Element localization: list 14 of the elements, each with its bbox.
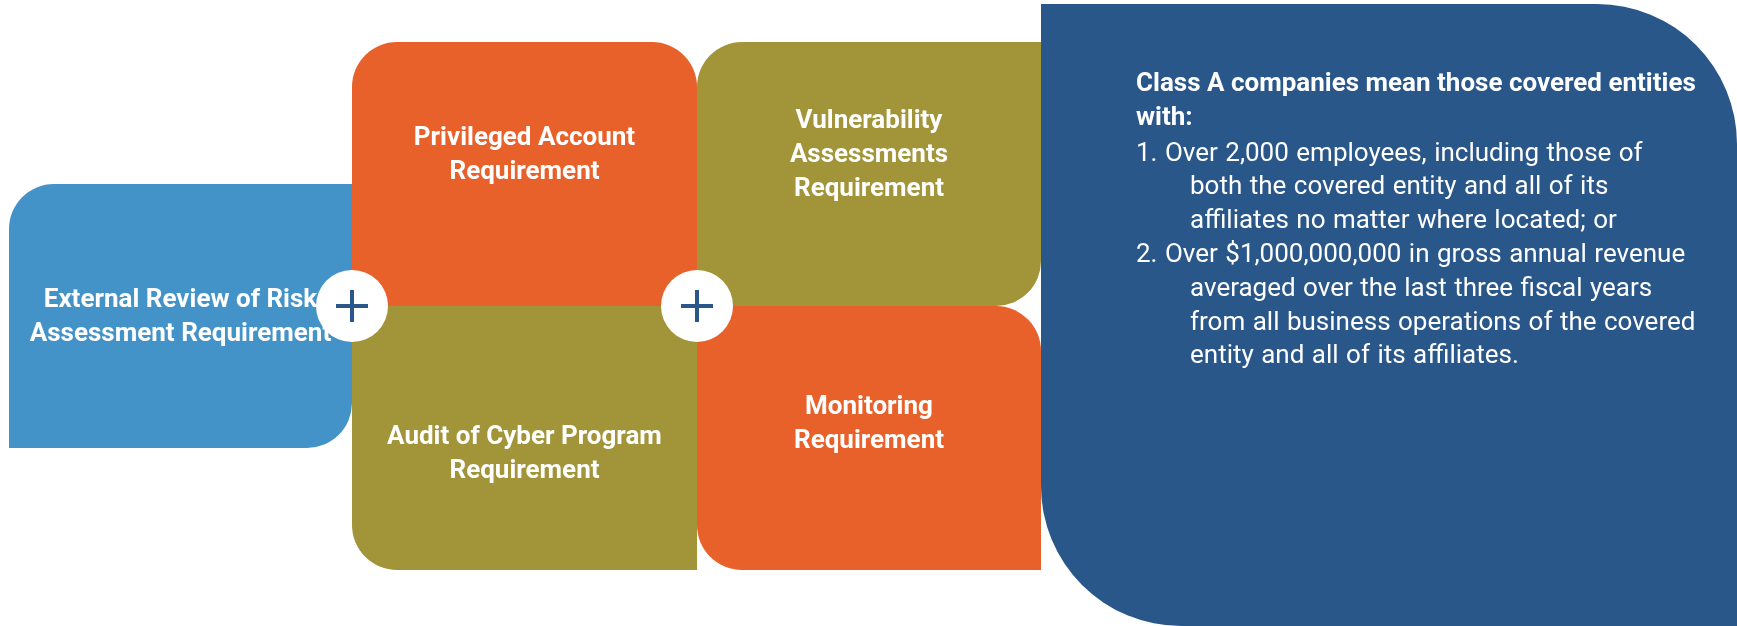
box-label: External Review of Risk Assessment Requirement bbox=[29, 282, 332, 349]
panel-heading: Class A companies mean those covered entities with: bbox=[1136, 66, 1697, 133]
box-label: Privileged Account Requirement bbox=[412, 120, 637, 187]
list-item: 2. Over $1,000,000,000 in gross annual revenue averaged over the last three fiscal years from all business operations of the covered entity and all of its affiliates. bbox=[1136, 237, 1697, 372]
requirement-box bbox=[352, 306, 697, 570]
requirement-box bbox=[9, 184, 352, 448]
box-label: Vulnerability Assessments Requirement bbox=[788, 103, 950, 204]
box-label: Audit of Cyber Program Requirement bbox=[386, 419, 663, 486]
definition-panel bbox=[1041, 4, 1737, 626]
requirement-box bbox=[352, 42, 697, 306]
requirement-box bbox=[697, 42, 1041, 306]
box-label: Monitoring Requirement bbox=[792, 389, 946, 456]
requirement-box bbox=[697, 306, 1041, 570]
list-item: 1. Over 2,000 employees, including those of both the covered entity and all of its affiliates no matter where located; or bbox=[1136, 135, 1644, 237]
